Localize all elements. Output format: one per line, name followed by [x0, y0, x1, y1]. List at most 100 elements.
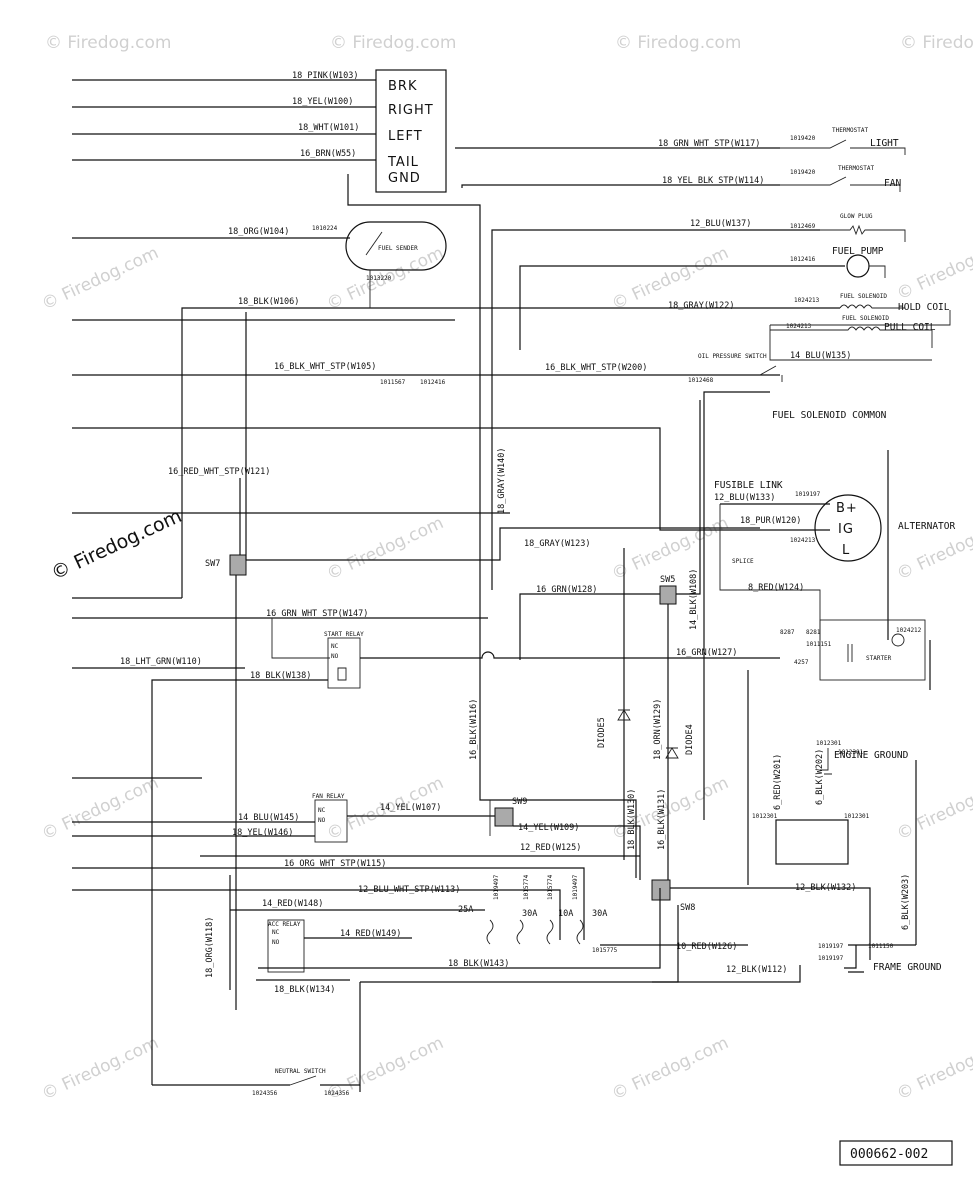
wire-label: 18_ORG(W118) [205, 917, 215, 978]
diode4-label: DIODE4 [685, 724, 695, 755]
solenoid-common-bar [770, 310, 951, 326]
wire-label: 16_ORG_WHT_STP(W115) [284, 859, 386, 869]
start-relay-coil [337, 667, 347, 681]
relay-no: NO [318, 817, 326, 824]
switch-sw5[interactable] [659, 585, 677, 605]
wire-label: 16_GRN_WHT_STP(W147) [266, 609, 368, 619]
wire-label: 18_GRN_WHT_STP(W117) [658, 139, 760, 149]
fuel-solenoid-label: FUEL SOLENOID [842, 315, 889, 322]
wire-label: 10_RED(W126) [676, 942, 737, 952]
wire-w123 [246, 527, 760, 561]
fusible-link-label: FUSIBLE LINK [714, 480, 783, 491]
wire-label: 16_BLK(W131) [657, 789, 667, 850]
neutral-switch-contact [289, 1075, 317, 1086]
wire-label: 18_GRAY(W123) [524, 539, 591, 549]
wire-label: 14_BLK(W108) [689, 569, 699, 630]
watermark: © Firedog.com [609, 513, 732, 585]
wire-hold-coil [181, 307, 840, 598]
part-number: 1019497 [493, 874, 500, 900]
part-number: 1015774 [523, 874, 530, 900]
wire-w135 [769, 325, 932, 361]
wire-label: 14_YEL(W107) [380, 803, 441, 813]
wire-w127 [360, 651, 780, 659]
load-light: LIGHT [870, 138, 899, 149]
connector-label-tail: TAIL [387, 155, 419, 170]
document-id: 000662-002 [850, 1147, 928, 1162]
wire-label: 16_BLK_WHT_STP(W105) [274, 362, 376, 372]
wire-label: 16_BLK(W116) [469, 699, 479, 760]
wire-label: 18_BLK(W143) [448, 959, 509, 969]
wire-label: 14_BLU(W135) [790, 351, 851, 361]
wire-w143 [258, 888, 661, 969]
fuse-feed-wires [72, 867, 585, 990]
wire-label: 16_BRN(W55) [300, 149, 356, 159]
alternator-label: ALTERNATOR [898, 521, 955, 532]
hold-coil-winding [839, 304, 905, 309]
glow-plug-label: GLOW PLUG [840, 213, 873, 220]
relay-no: NO [331, 653, 339, 660]
watermark: © Firedog.com [900, 33, 973, 53]
switch-sw9[interactable] [494, 807, 514, 827]
wire-label: 18_WHT(W101) [298, 123, 359, 133]
watermark: © Firedog.com [330, 33, 456, 53]
watermark: © Firedog.com [894, 233, 973, 305]
watermark: © Firedog.com [39, 243, 162, 315]
part-number: 4257 [794, 659, 809, 666]
watermark: © Firedog.com [39, 1033, 162, 1105]
wire-fuel-pump [519, 265, 845, 350]
switch-label: SW9 [512, 797, 527, 807]
part-number: 1019197 [818, 943, 844, 950]
part-number: 1012301 [816, 740, 842, 747]
wire-label: 16_RED_WHT_STP(W121) [168, 467, 270, 477]
splice-label: SPLICE [732, 558, 754, 565]
part-number: 1015775 [592, 947, 618, 954]
thermostat-switch [780, 139, 906, 155]
wire-w112 [652, 965, 801, 983]
wire-label: 12_RED(W125) [520, 843, 581, 853]
fuse-30a: 30A [522, 909, 537, 919]
watermark: © Firedog.com [45, 33, 171, 53]
part-number: 1012416 [420, 379, 446, 386]
starter-box [819, 619, 926, 681]
wire-w109 [513, 825, 641, 880]
wire-label: 18_BLK(W106) [238, 297, 299, 307]
diode4-symbol [665, 747, 679, 759]
fuel-solenoid-label: FUEL SOLENOID [840, 293, 887, 300]
wire-w128 [519, 593, 660, 660]
watermark: © Firedog.com [324, 513, 447, 585]
relay-nc: NC [318, 807, 326, 814]
part-number: 1012301 [752, 813, 778, 820]
wire-fan [461, 184, 780, 188]
wire-w132 [670, 887, 871, 960]
fuse-30a: 30A [592, 909, 607, 919]
tail-wires [72, 79, 376, 161]
wire-label: 12_BLU_WHT_STP(W113) [358, 885, 460, 895]
switch-sw8[interactable] [651, 879, 671, 901]
frame-ground-symbol [844, 944, 916, 973]
document-id-box [839, 1140, 953, 1166]
part-number: 1011151 [806, 641, 832, 648]
wire-label: 18_GRAY(W140) [497, 447, 507, 514]
fuse-elements [486, 919, 584, 945]
fuel-sender-arrow [365, 231, 383, 256]
hold-coil-label: HOLD COIL [898, 302, 950, 313]
part-number: 1019420 [790, 135, 816, 142]
part-number: 1024213 [786, 323, 812, 330]
part-number: 1012301 [844, 813, 870, 820]
alternator-terminal-l: L [842, 543, 850, 558]
wire-label: 16_GRN(W127) [676, 648, 737, 658]
connector-label-brk: BRK [388, 79, 417, 94]
watermark-dark: © Firedog.com [48, 505, 185, 585]
wire-alt-ig [72, 427, 830, 531]
connector-label-gnd: GND [388, 171, 421, 186]
fan-relay-label: FAN RELAY [312, 793, 345, 800]
engine-ground-label: ENGINE GROUND [834, 750, 909, 761]
wire-label: 18_YEL(W146) [232, 828, 293, 838]
part-number: 1015774 [547, 874, 554, 900]
wire-solenoid-common [703, 391, 770, 820]
switch-label: SW5 [660, 575, 675, 585]
switch-label: SW8 [680, 903, 695, 913]
sw7-wires [235, 312, 247, 1010]
switch-sw7[interactable] [229, 554, 247, 576]
pull-coil-winding [770, 326, 933, 348]
